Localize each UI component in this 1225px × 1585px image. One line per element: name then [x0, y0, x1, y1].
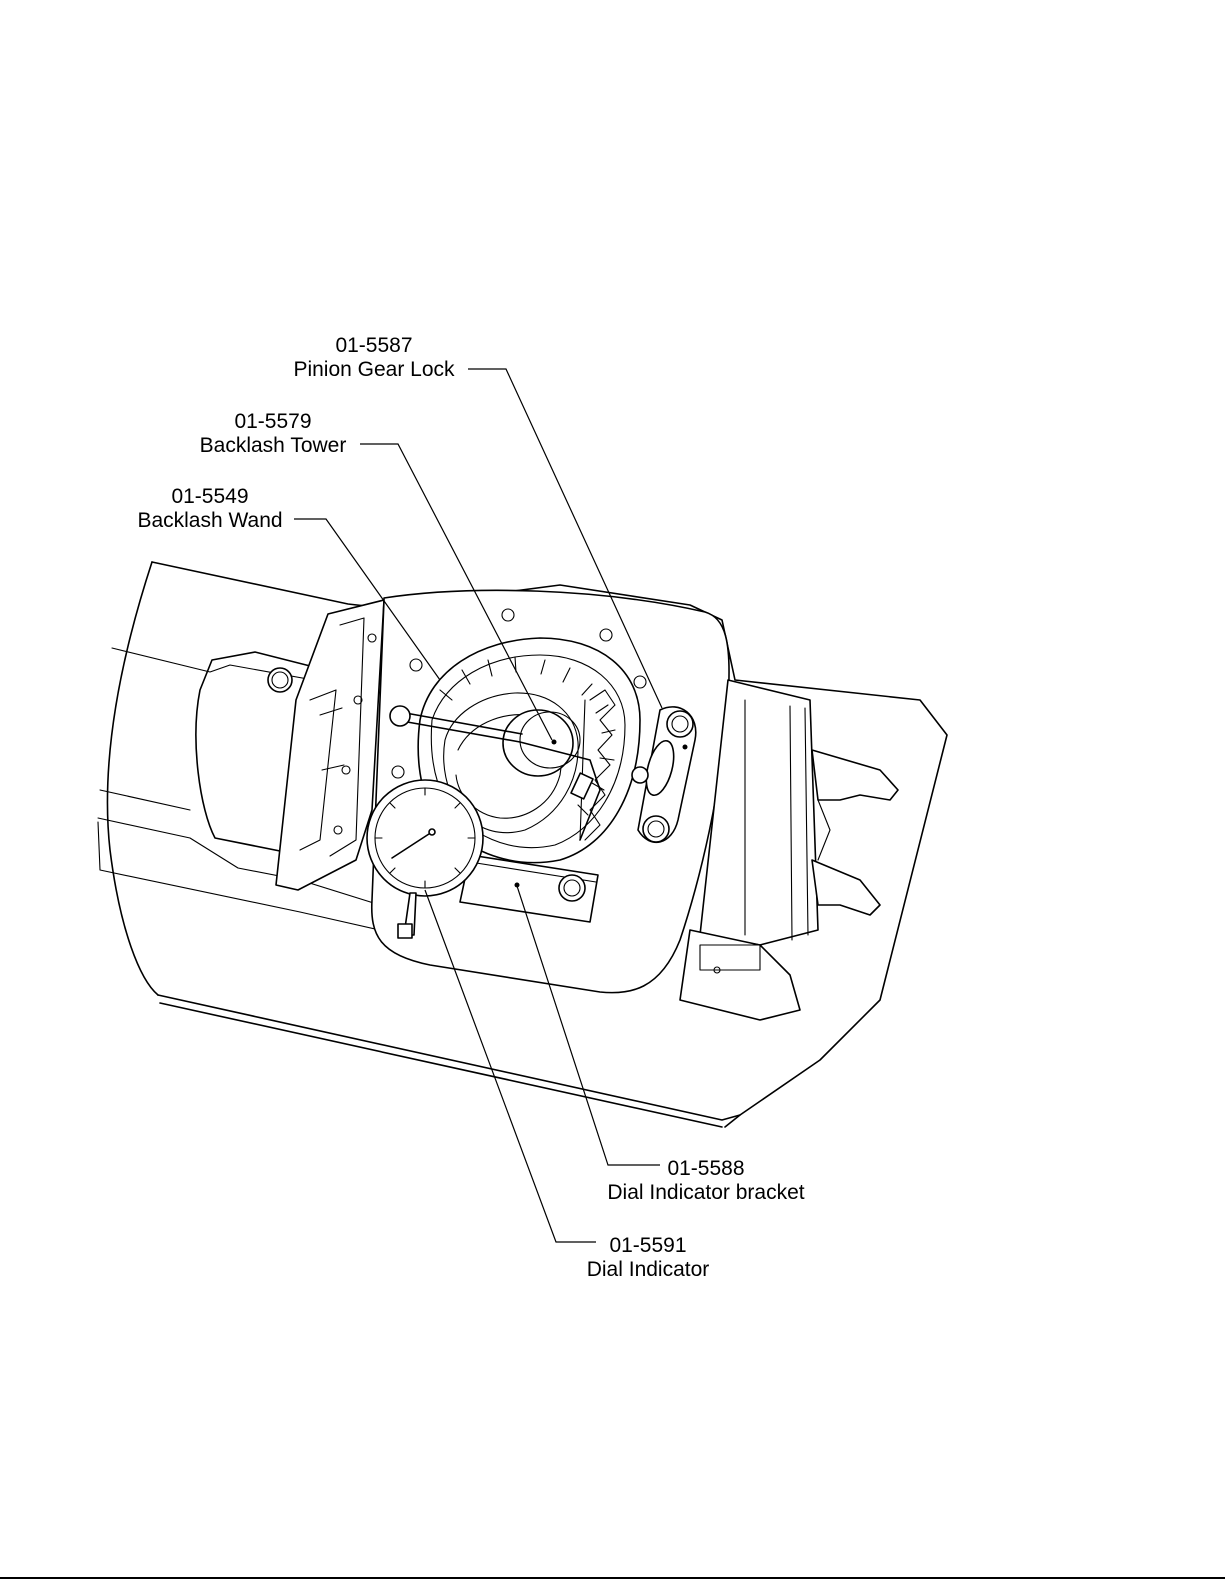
part-number-label: 01-5549: [171, 485, 248, 508]
part-name-label: Dial Indicator bracket: [607, 1181, 804, 1204]
part-number-label: 01-5579: [234, 410, 311, 433]
part-name-label: Dial Indicator: [587, 1258, 710, 1281]
part-name-label: Backlash Tower: [200, 434, 347, 457]
part-number-label: 01-5591: [609, 1234, 686, 1257]
part-number-label: 01-5587: [335, 334, 412, 357]
page-bottom-rule: [0, 1577, 1225, 1579]
part-name-label: Pinion Gear Lock: [293, 358, 455, 381]
part-number-label: 01-5588: [667, 1157, 744, 1180]
part-name-label: Backlash Wand: [137, 509, 282, 532]
